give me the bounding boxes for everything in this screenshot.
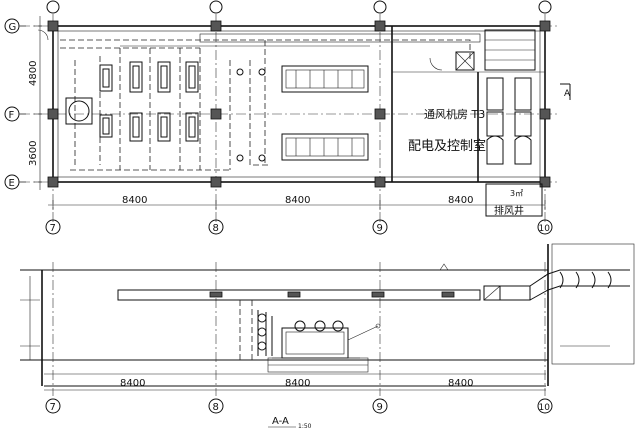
section-fan-stack bbox=[483, 243, 635, 365]
section-axis-bubble-10: 10 bbox=[537, 398, 553, 414]
valve bbox=[258, 68, 266, 76]
section-axis-bubble-7: 7 bbox=[45, 398, 61, 414]
axis-bubble-8: 8 bbox=[208, 219, 224, 235]
row-spacing-dim: 3600 bbox=[28, 141, 39, 166]
pump-unit bbox=[99, 64, 113, 92]
pump-unit bbox=[99, 114, 113, 138]
column bbox=[47, 20, 59, 32]
fan-unit bbox=[65, 97, 93, 125]
plan-bay-dim: 8400 bbox=[122, 195, 147, 206]
column bbox=[210, 20, 222, 32]
svg-text:8: 8 bbox=[213, 223, 219, 234]
column bbox=[210, 176, 222, 188]
section-bay-dim: 8400 bbox=[448, 378, 473, 389]
plan-bay-dim: 8400 bbox=[448, 195, 473, 206]
chiller-unit bbox=[281, 65, 369, 93]
column bbox=[539, 176, 551, 188]
svg-text:E: E bbox=[9, 178, 15, 189]
axis-bubble-g: G bbox=[4, 18, 20, 34]
pump-unit bbox=[185, 112, 199, 142]
valve bbox=[236, 68, 244, 76]
section-marker-letter: A bbox=[564, 89, 571, 99]
column bbox=[47, 108, 59, 120]
valve bbox=[236, 154, 244, 162]
pump-unit bbox=[157, 61, 171, 93]
shaft-size-label: 3㎡ bbox=[510, 189, 523, 198]
axis-bubble-e: E bbox=[4, 174, 20, 190]
svg-text:G: G bbox=[9, 22, 17, 33]
pump-unit bbox=[129, 112, 143, 142]
axis-bubble-9: 9 bbox=[372, 219, 388, 235]
axis-bubble-10: 10 bbox=[537, 219, 553, 235]
room-outline bbox=[52, 25, 546, 183]
valve bbox=[258, 154, 266, 162]
pump-unit bbox=[157, 112, 171, 142]
fan-room-label: 通风机房 T3 bbox=[424, 107, 485, 121]
axis-bubble-7: 7 bbox=[45, 219, 61, 235]
column bbox=[539, 20, 551, 32]
column bbox=[47, 176, 59, 188]
section-duct bbox=[117, 289, 481, 301]
row-spacing-dim: 4800 bbox=[28, 61, 39, 86]
section-axis-bubble-9: 9 bbox=[372, 398, 388, 414]
fan-room-equipment bbox=[455, 51, 475, 71]
section-bay-dim: 8400 bbox=[285, 378, 310, 389]
svg-text:7: 7 bbox=[50, 402, 56, 413]
pump-unit bbox=[185, 61, 199, 93]
chiller-unit bbox=[281, 133, 369, 161]
section-mark-title: A-A bbox=[272, 416, 289, 427]
svg-text:F: F bbox=[9, 110, 15, 121]
room-name-label: 配电及控制室 bbox=[408, 138, 486, 154]
section-chiller bbox=[267, 320, 369, 373]
column bbox=[210, 108, 222, 120]
plan-bay-dim: 8400 bbox=[285, 195, 310, 206]
svg-text:9: 9 bbox=[377, 402, 383, 413]
pump-unit bbox=[129, 61, 143, 93]
column bbox=[539, 108, 551, 120]
svg-text:7: 7 bbox=[50, 223, 56, 234]
section-bay-dim: 8400 bbox=[120, 378, 145, 389]
column bbox=[374, 176, 386, 188]
section-scale: 1:50 bbox=[298, 423, 312, 430]
svg-text:10: 10 bbox=[539, 403, 551, 413]
svg-text:10: 10 bbox=[539, 224, 551, 234]
column bbox=[374, 20, 386, 32]
section-axis-bubble-8: 8 bbox=[208, 398, 224, 414]
plan-view: A 通风机房 T3 配电及控制室 3㎡ 排风井 4800 3600 8400 8… bbox=[4, 0, 571, 235]
axis-bubble-f: F bbox=[4, 106, 20, 122]
duct-run bbox=[60, 39, 471, 60]
exhaust-shaft-box bbox=[485, 183, 543, 217]
section-view: 8400 8400 8400 7 8 9 10 A-A 1:50 bbox=[20, 243, 635, 430]
exhaust-shaft-label: 排风井 bbox=[494, 204, 524, 217]
column bbox=[374, 108, 386, 120]
fan-room-equipment bbox=[484, 29, 536, 165]
svg-text:8: 8 bbox=[213, 402, 219, 413]
door bbox=[37, 29, 49, 41]
svg-text:9: 9 bbox=[377, 223, 383, 234]
